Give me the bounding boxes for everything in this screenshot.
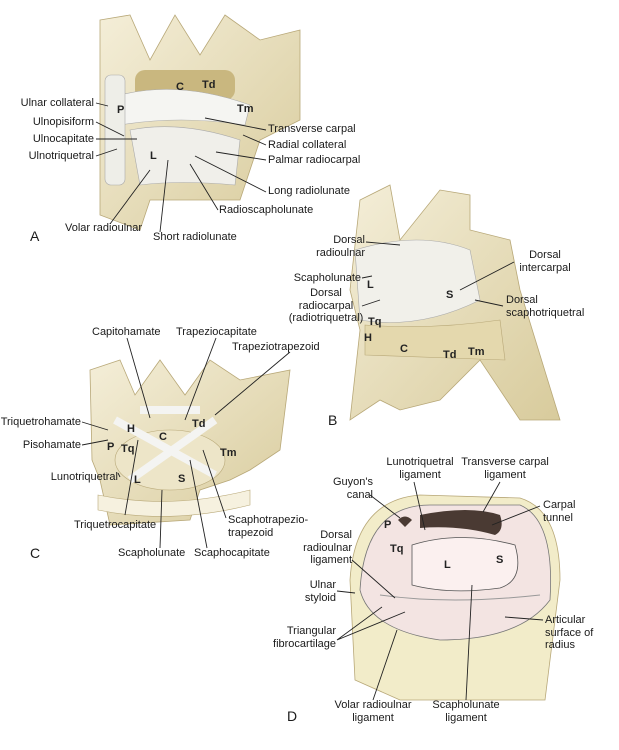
label-transverse-carpal: Transverse carpal — [268, 123, 356, 135]
panel-d-letter: D — [287, 708, 298, 724]
label-scaphocapitate: Scaphocapitate — [194, 547, 270, 559]
label-articular-surface-of-radius: Articular surface of radius — [545, 614, 594, 651]
label-volar-radioulnar: Volar radioulnar — [65, 222, 143, 234]
label-pisohamate: Pisohamate — [22, 439, 81, 451]
label-capitohamate: Capitohamate — [92, 326, 161, 338]
panel-c-letter: C — [30, 545, 41, 561]
bone-label: S — [178, 473, 186, 485]
bone-label: L — [367, 279, 374, 291]
panel-d-illustration — [349, 494, 561, 701]
bone-label: Td — [192, 418, 206, 430]
bone-label: C — [159, 431, 167, 443]
label-guyons-canal: Guyon's canal — [332, 476, 373, 501]
bone-label: P — [107, 441, 115, 453]
bone-label: H — [364, 332, 372, 344]
panel-a-illustration — [99, 14, 301, 231]
label-triquetrohamate: Triquetrohamate — [0, 416, 81, 428]
bone-label: S — [496, 554, 504, 566]
label-short-radiolunate: Short radiolunate — [153, 231, 237, 243]
panel-a-letter: A — [30, 228, 40, 244]
label-dorsal-scaphotriquetral: Dorsal scaphotriquetral — [506, 294, 585, 319]
label-ulnocapitate: Ulnocapitate — [32, 133, 94, 145]
label-trapeziotrapezoid: Trapeziotrapezoid — [232, 341, 320, 353]
label-ulnar-styloid: Ulnar styloid — [304, 579, 336, 604]
label-volar-radioulnar-ligament: Volar radioulnar ligament — [334, 699, 412, 724]
label-ulnopisiform: Ulnopisiform — [32, 116, 94, 128]
bone-label: Tm — [468, 346, 485, 358]
label-scaphotrapezio-trapezoid: Scaphotrapezio- trapezoid — [228, 514, 309, 539]
bone-label: Td — [443, 349, 457, 361]
label-lunotriquetral-ligament: Lunotriquetral ligament — [386, 456, 454, 481]
panel-b-illustration — [349, 184, 561, 421]
bone-label: C — [400, 343, 408, 355]
label-scapholunate-ligament: Scapholunate ligament — [432, 699, 500, 724]
label-ulnotriquetral: Ulnotriquetral — [28, 150, 94, 162]
label-trapeziocapitate: Trapeziocapitate — [176, 326, 257, 338]
label-ulnar-collateral: Ulnar collateral — [20, 97, 94, 109]
label-dorsal-intercarpal: Dorsal intercarpal — [519, 249, 571, 274]
bone-label: C — [176, 81, 184, 93]
label-dorsal-radiocarpal: Dorsal radiocarpal (radiotriquetral) — [288, 287, 364, 324]
bone-label: S — [446, 289, 454, 301]
label-radial-collateral: Radial collateral — [268, 139, 347, 151]
label-scapholunate-c: Scapholunate — [118, 547, 186, 559]
bone-label: Tq — [390, 543, 404, 555]
bone-label: L — [444, 559, 451, 571]
bone-label: Td — [202, 79, 216, 91]
bone-label: H — [127, 423, 135, 435]
leader-lines — [81, 102, 544, 701]
bone-label: L — [134, 474, 141, 486]
label-radioscapholunate: Radioscapholunate — [219, 204, 314, 216]
bone-label: P — [117, 104, 125, 116]
label-scapholunate: Scapholunate — [293, 272, 361, 284]
bone-label: Tm — [237, 103, 254, 115]
label-dorsal-radioulnar: Dorsal radioulnar — [316, 234, 365, 259]
bone-label: Tq — [121, 443, 135, 455]
bone-label: P — [384, 519, 392, 531]
label-triquetrocapitate: Triquetrocapitate — [74, 519, 157, 531]
label-carpal-tunnel: Carpal tunnel — [543, 499, 576, 524]
label-triangular-fibrocartilage: Triangular fibrocartilage — [273, 625, 336, 650]
panel-c-illustration — [89, 359, 291, 526]
label-dorsal-radioulnar-ligament: Dorsal radioulnar ligament — [303, 529, 352, 566]
label-transverse-carpal-ligament: Transverse carpal ligament — [461, 456, 549, 481]
panel-b-letter: B — [328, 412, 338, 428]
bone-label: Tm — [220, 447, 237, 459]
bone-label: Tq — [368, 316, 382, 328]
label-lunotriquetral: Lunotriquetral — [50, 471, 118, 483]
label-long-radiolunate: Long radiolunate — [268, 185, 350, 197]
label-palmar-radiocarpal: Palmar radiocarpal — [268, 154, 361, 166]
bone-label: L — [150, 150, 157, 162]
